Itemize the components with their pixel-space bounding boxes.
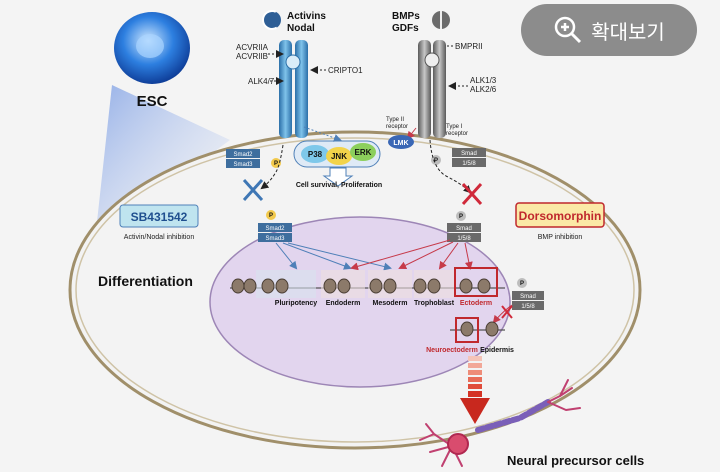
nodal-label: Nodal	[287, 23, 315, 34]
svg-text:1/5/8: 1/5/8	[457, 236, 471, 242]
nucleus	[209, 216, 511, 388]
svg-text:Smad3: Smad3	[265, 236, 285, 242]
svg-text:P38: P38	[308, 150, 323, 159]
ectoderm-highlight	[454, 267, 498, 297]
neuroectoderm-highlight	[455, 317, 479, 343]
bmp-ligand-icon	[432, 11, 450, 29]
nucleosome-icon	[275, 278, 289, 294]
nucleosome-icon	[369, 278, 383, 294]
outside-smad158-box	[512, 291, 544, 310]
endoderm-label: Endoderm	[326, 300, 361, 307]
activins-label: Activins	[287, 11, 326, 22]
cyto-smad158-box	[452, 148, 486, 167]
type2-label-1: Type II	[386, 117, 404, 123]
nuc-smad158-box	[447, 223, 481, 242]
svg-text:Smad: Smad	[520, 294, 536, 300]
bmprii-label: BMPRII	[455, 42, 483, 51]
lower-nucleosome-group	[460, 321, 499, 337]
acvriib-label: ACVRIIB	[236, 52, 268, 61]
nucleosome-icon	[413, 278, 427, 294]
nucleosome-icon	[261, 278, 275, 294]
alk26-label: ALK2/6	[470, 85, 497, 94]
neuroectoderm-label: Neuroectoderm	[426, 347, 478, 354]
nucleosome-icon	[383, 278, 397, 294]
svg-text:P: P	[269, 213, 273, 219]
nucleosome-icon	[243, 278, 257, 294]
zoom-in-button[interactable]: 확대보기	[521, 4, 697, 56]
alk13-label: ALK1/3	[470, 76, 497, 85]
svg-text:Smad: Smad	[456, 226, 472, 232]
nucleosome-icon	[459, 278, 473, 294]
lmk-node	[388, 135, 414, 149]
nucleosome-group	[231, 278, 491, 294]
svg-text:1/5/8: 1/5/8	[462, 161, 476, 167]
esc-label: ESC	[137, 93, 168, 110]
type2-label-2: receptor	[386, 124, 408, 130]
activins-ligand-icon	[262, 10, 282, 30]
activin-inhibition-label: Activin/Nodal inhibition	[124, 234, 195, 241]
bmp-inhibition-label: BMP inhibition	[538, 234, 583, 241]
pluripotency-label: Pluripotency	[275, 300, 318, 307]
nucleosome-icon	[323, 278, 337, 294]
svg-text:1/5/8: 1/5/8	[521, 304, 535, 310]
cyto-smad2-label: Smad2	[233, 152, 253, 158]
dorsomorphin-box	[515, 202, 605, 228]
svg-text:P: P	[520, 281, 524, 287]
nucleosome-icon	[231, 278, 245, 294]
bmp-target-arrows	[350, 239, 473, 271]
nuc-smad23-box	[258, 223, 292, 242]
p38-node	[301, 145, 329, 163]
dorsomorphin-label: Dorsomorphin	[519, 209, 602, 223]
svg-text:P: P	[434, 158, 438, 164]
mesoderm-label: Mesoderm	[372, 300, 407, 307]
gdfs-label: GDFs	[392, 23, 419, 34]
type1-label-2: receptor	[446, 131, 468, 137]
svg-text:P: P	[274, 161, 278, 167]
acvriia-label: ACVRIIA	[236, 43, 269, 52]
differentiation-down-arrow	[460, 356, 490, 424]
sb431542-box	[119, 204, 199, 228]
svg-text:Smad2: Smad2	[265, 226, 285, 232]
zoom-label: 확대보기	[591, 19, 665, 44]
neural-precursor-label: Neural precursor cells	[507, 453, 644, 468]
epidermis-label: Epidermis	[480, 347, 514, 354]
ectoderm-label: Ectoderm	[460, 300, 492, 307]
survival-label: Cell survival, Proliferation	[296, 182, 382, 189]
nucleosome-icon	[427, 278, 441, 294]
alk47-label: ALK4/7	[248, 77, 275, 86]
jnk-node	[326, 147, 352, 165]
dorsomorphin-block-icon	[461, 182, 483, 206]
zoom-plus-icon	[554, 16, 582, 44]
svg-text:Smad: Smad	[461, 151, 477, 157]
bmps-label: BMPs	[392, 11, 420, 22]
activin-receptor-icon	[279, 40, 308, 138]
nucleosome-icon	[460, 321, 474, 337]
neural-precursor-icon	[419, 379, 581, 467]
sb431542-label: SB431542	[131, 210, 188, 224]
nucleosome-icon	[477, 278, 491, 294]
epidermis-block-icon	[501, 305, 513, 319]
bmp-receptor-icon	[418, 40, 446, 138]
lmk-label: LMK	[393, 140, 408, 147]
differentiation-label: Differentiation	[98, 273, 193, 289]
type1-label-1: Type I	[446, 124, 463, 130]
svg-text:P: P	[459, 214, 463, 220]
svg-text:JNK: JNK	[331, 152, 347, 161]
cyto-smad23-box	[226, 149, 260, 168]
cyto-smad3-label: Smad3	[233, 162, 253, 168]
kinase-output-arrow	[322, 167, 354, 187]
erk-node	[350, 143, 376, 161]
sb431542-block-icon	[242, 178, 264, 202]
cripto1-label: CRIPTO1	[328, 66, 363, 75]
trophoblast-label: Trophoblast	[414, 300, 455, 307]
nucleosome-icon	[485, 321, 499, 337]
activin-target-arrows	[275, 242, 392, 271]
svg-text:ERK: ERK	[355, 148, 372, 157]
nucleosome-icon	[337, 278, 351, 294]
